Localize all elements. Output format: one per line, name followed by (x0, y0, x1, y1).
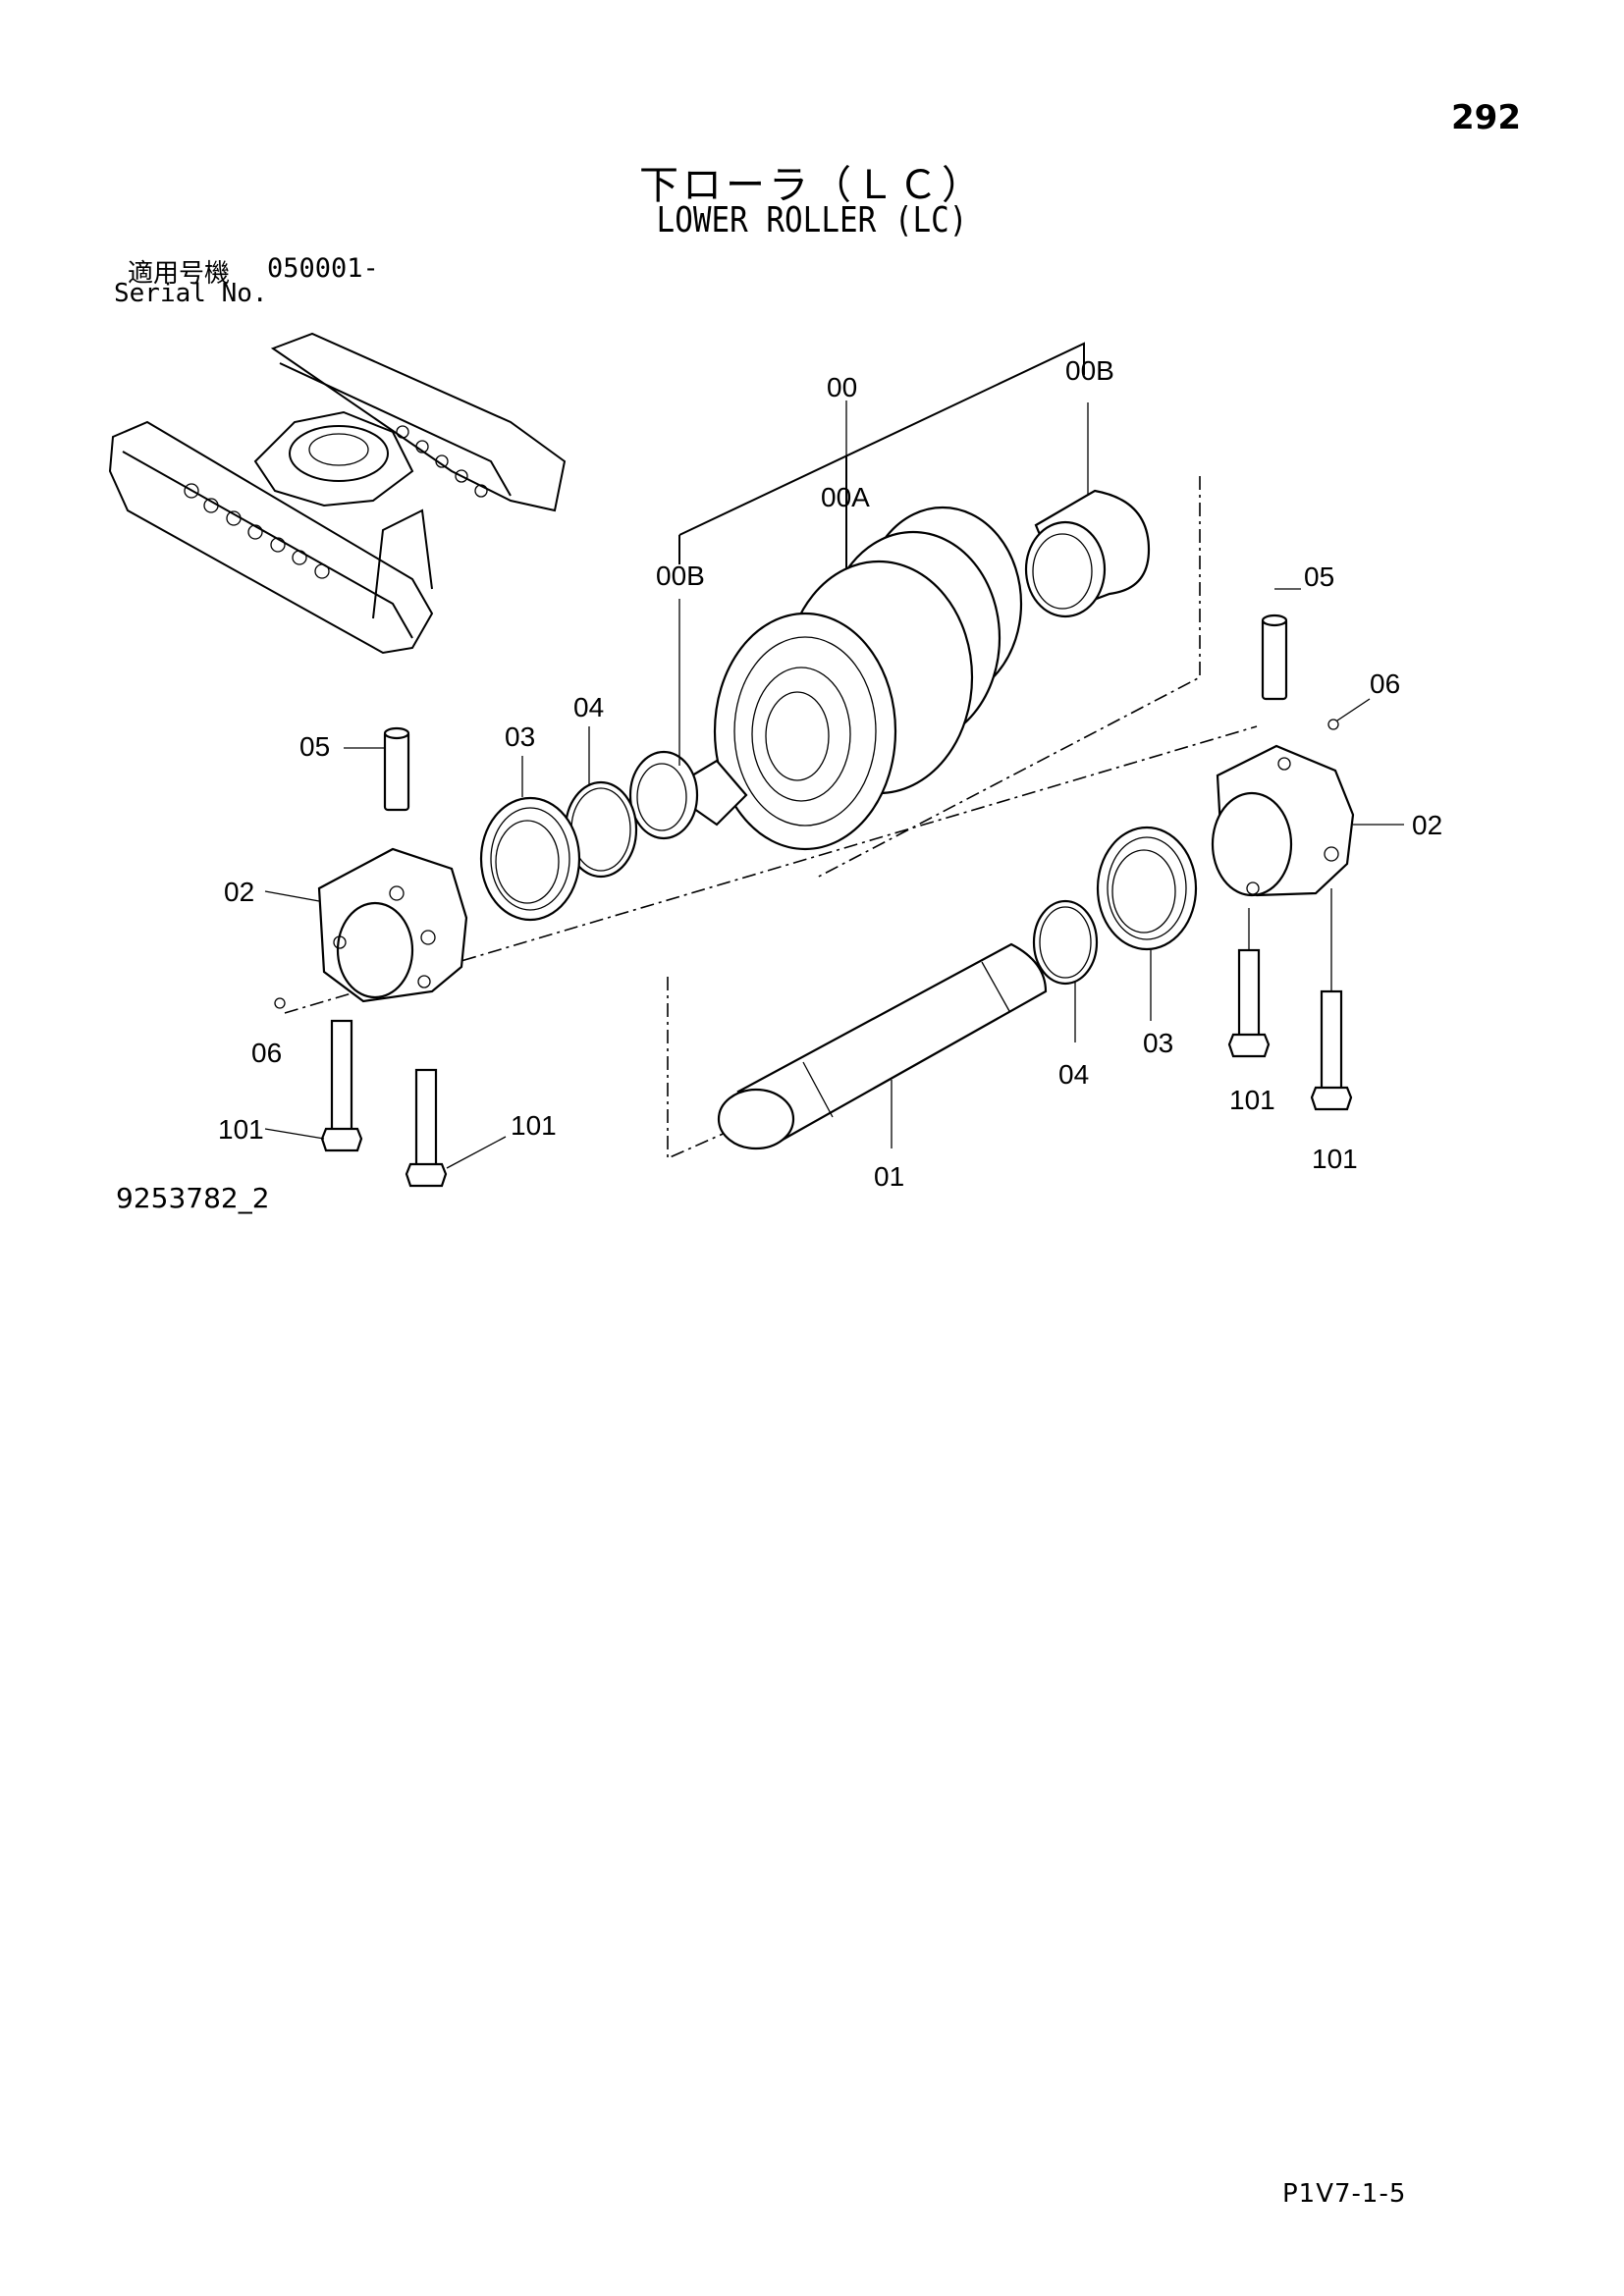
serial-label-japanese: 適用号機 (128, 259, 231, 289)
callout-05-left: 05 (299, 731, 330, 762)
o-ring-04-right (1032, 899, 1099, 1042)
pin-05-left (344, 726, 410, 812)
callout-04-right: 04 (1058, 1059, 1089, 1090)
callout-01: 01 (874, 1161, 904, 1192)
title-japanese: 下ローラ（ＬＣ） (639, 163, 985, 208)
pin-06-left (274, 997, 286, 1009)
shaft-01 (717, 942, 1048, 1150)
serial-value: 050001- (267, 253, 379, 284)
seal-03-right (1096, 826, 1198, 1021)
seal-03-left (479, 756, 581, 922)
callout-101-right-b: 101 (1312, 1144, 1358, 1174)
serial-label-english: Serial No. (114, 279, 268, 308)
housing-02-left (264, 847, 468, 1003)
undercarriage-overview-sketch (108, 332, 567, 655)
housing-02-right (1211, 744, 1404, 897)
bolt-101-left-a (264, 1019, 363, 1152)
callout-06-right: 06 (1370, 668, 1400, 699)
bolt-101-right-b (1310, 888, 1353, 1111)
callout-101-left-a: 101 (218, 1114, 264, 1145)
callout-00b-top: 00B (1065, 355, 1114, 386)
assembly-bracket-00 (678, 342, 1085, 571)
page-number: 292 (1451, 98, 1521, 137)
callout-03-left: 03 (505, 721, 535, 752)
page-code: P1V7-1-5 (1282, 2179, 1407, 2209)
roller-body-00a (713, 506, 1023, 851)
callout-05-right: 05 (1304, 561, 1334, 592)
bolt-101-right-a (1227, 908, 1271, 1058)
pin-05-right (1261, 588, 1301, 701)
callout-00: 00 (827, 372, 857, 402)
callout-06-left: 06 (251, 1038, 282, 1068)
callout-00b-left: 00B (656, 561, 705, 591)
bushing-00b-top (1024, 402, 1151, 618)
callout-02-right: 02 (1412, 810, 1442, 840)
drawing-code: 9253782_2 (116, 1182, 270, 1214)
callout-00a: 00A (821, 482, 870, 512)
callout-03-right: 03 (1143, 1028, 1173, 1058)
bushing-00b-left (628, 599, 748, 840)
pin-06-right (1327, 698, 1371, 730)
callout-101-right-a: 101 (1229, 1085, 1275, 1115)
callout-02-left: 02 (224, 877, 254, 907)
callout-101-left-b: 101 (511, 1110, 557, 1141)
title-english: LOWER ROLLER (LC) (656, 200, 968, 240)
bolt-101-left-b (405, 1068, 507, 1188)
callout-04-left: 04 (573, 692, 604, 722)
